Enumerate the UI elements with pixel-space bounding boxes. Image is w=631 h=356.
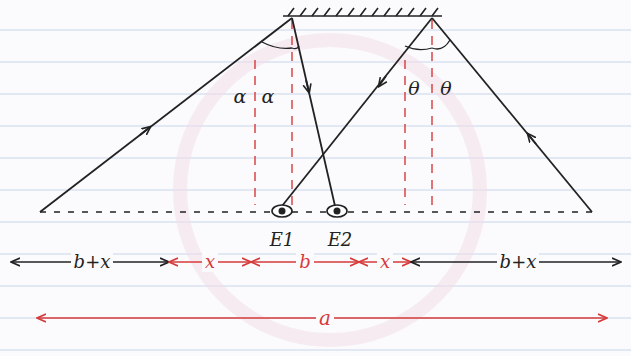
dimension-label: b+x: [497, 252, 540, 272]
ground-line: [40, 211, 592, 212]
angle-label: α: [231, 86, 250, 107]
dimension-label: a: [316, 307, 334, 329]
dimension-label: b: [296, 252, 314, 272]
angle-label: α: [259, 86, 278, 107]
dimension-label: x: [377, 252, 393, 272]
light-rays: [40, 18, 592, 212]
eye-label: E2: [325, 230, 356, 250]
watermark-ring: [180, 40, 480, 340]
dimension-label: b+x: [71, 252, 114, 272]
normal-lines: [255, 20, 432, 205]
angle-label: θ: [437, 78, 454, 99]
dimension-label: x: [202, 252, 218, 272]
eye-symbols: [272, 205, 347, 217]
eye-label: E1: [267, 230, 298, 250]
angle-arcs: [262, 40, 450, 50]
angle-label: θ: [405, 78, 422, 99]
mirror: [283, 8, 442, 16]
paper-rules: [0, 30, 631, 350]
